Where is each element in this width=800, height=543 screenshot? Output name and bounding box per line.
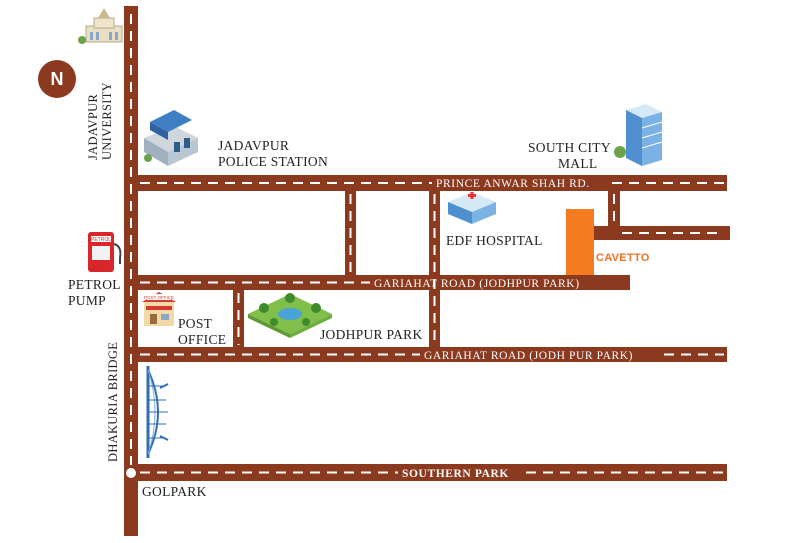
post-office-line1: POST (178, 316, 213, 331)
prince-anwar-shah-road-label: PRINCE ANWAR SHAH RD. (436, 178, 590, 190)
petrol-pump-line2: PUMP (68, 293, 106, 308)
bridge-icon (146, 366, 169, 458)
gariahat-road-upper-label: GARIAHAT ROAD (JODHPUR PARK) (374, 278, 580, 290)
edf-hospital-label: EDF HOSPITAL (446, 233, 543, 249)
post-office-line2: OFFICE (178, 332, 227, 347)
prince-anwar-shah-road (124, 175, 727, 191)
jadavpur-university-line1: JADAVPUR (86, 93, 100, 160)
gariahat-road-upper (124, 275, 630, 290)
cavetto-destination-marker (566, 209, 594, 275)
police-station-label: JADAVPUR POLICE STATION (218, 138, 328, 170)
jadavpur-university-label: JADAVPUR UNIVERSITY (86, 82, 114, 160)
southern-park-road (124, 464, 727, 481)
gariahat-road-lower-label: GARIAHAT ROAD (JODH PUR PARK) (424, 350, 633, 362)
gariahat-road-lower (124, 347, 727, 362)
edf-hospital-text: EDF HOSPITAL (446, 233, 543, 248)
petrol-pump-line1: PETROL (68, 277, 121, 292)
road-network (124, 6, 730, 536)
police-station-icon (144, 110, 198, 166)
golpark-text: GOLPARK (142, 484, 207, 499)
north-compass-badge: N (38, 60, 76, 98)
petrol-sign-text: PETROL (91, 237, 111, 243)
post-office-label: POST OFFICE (178, 316, 226, 348)
southern-park-road-label: SOUTHERN PARK (402, 468, 509, 480)
south-city-line1: SOUTH CITY (528, 140, 611, 155)
park-icon (248, 293, 332, 338)
hospital-building-icon (448, 192, 496, 224)
police-station-line1: JADAVPUR (218, 138, 290, 153)
petrol-pump-label: PETROL PUMP (68, 277, 121, 309)
jadavpur-university-line2: UNIVERSITY (100, 82, 114, 160)
mall-building-icon (614, 104, 663, 166)
petrol-pump-icon: PETROL (88, 232, 122, 272)
golpark-label: GOLPARK (142, 484, 207, 500)
dhakuria-bridge-text: DHAKURIA BRIDGE (106, 341, 120, 462)
jodhpur-park-label: JODHPUR PARK (320, 327, 423, 343)
post-office-sign-text: POST OFFICE (144, 295, 174, 300)
south-city-line2: MALL (558, 156, 598, 171)
cavetto-label: CAVETTO (596, 252, 650, 264)
police-station-line2: POLICE STATION (218, 154, 328, 169)
south-city-mall-label: SOUTH CITY MALL (528, 140, 611, 172)
road-dashes (130, 14, 724, 474)
university-building-icon (78, 8, 123, 44)
golpark-junction-marker (124, 466, 138, 480)
dhakuria-bridge-label: DHAKURIA BRIDGE (106, 342, 120, 462)
post-office-icon: POST OFFICE (142, 292, 176, 326)
jodhpur-park-text: JODHPUR PARK (320, 327, 423, 342)
